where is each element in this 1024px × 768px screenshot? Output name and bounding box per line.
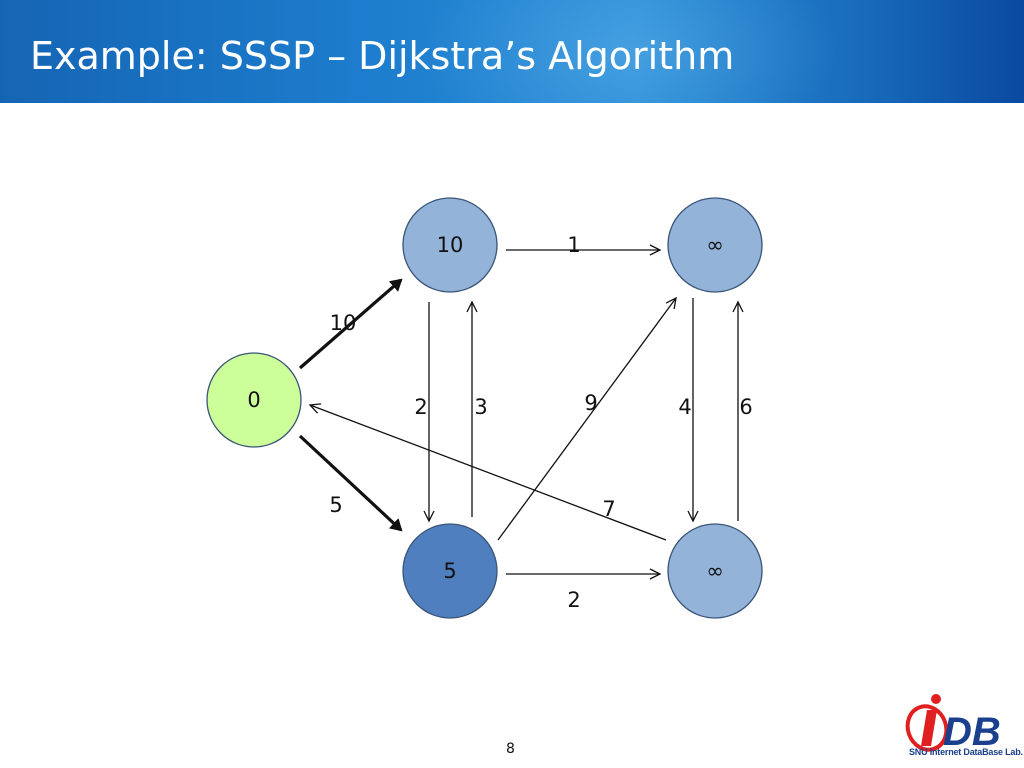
edge-x-v [497,296,677,541]
edge-s-x [298,434,403,532]
node-label-u: 10 [437,233,464,257]
edge-weight-x-y: 2 [567,588,580,612]
logo-i [921,710,937,746]
edge-weight-x-u: 3 [474,395,487,419]
logo-text: DB [943,710,1001,754]
node-label-y: ∞ [706,559,724,583]
node-y [667,523,763,619]
edge-weight-u-x: 2 [414,395,427,419]
edge-weight-u-v: 1 [567,233,580,257]
edge-weight-y-v: 6 [739,395,752,419]
edge-weight-s-u: 10 [330,311,357,335]
edge-weight-x-v: 9 [584,391,597,415]
node-label-x: 5 [443,559,456,583]
node-u [402,197,498,293]
edge-weight-y-s: 7 [602,497,615,521]
edge-labels-layer: 10 5 1 2 3 9 4 6 7 2 [329,233,752,612]
node-x [402,523,498,619]
node-s [206,352,302,448]
logo-swoosh [905,704,949,752]
title-bar: Example: SSSP – Dijkstra’s Algorithm [0,0,1024,103]
page-number: 8 [506,741,515,757]
idb-logo: DB [905,694,1001,754]
edges-layer [298,244,744,580]
node-v [667,197,763,293]
edge-y-s [308,403,667,541]
edge-weight-v-y: 4 [678,395,691,419]
logo-dot [931,694,941,704]
logo-caption: SNU Internet DataBase Lab. [909,747,1023,757]
slide-title: Example: SSSP – Dijkstra’s Algorithm [30,34,735,78]
edge-s-u [298,278,403,370]
node-label-s: 0 [247,388,260,412]
node-label-v: ∞ [706,233,724,257]
edge-weight-s-x: 5 [329,493,342,517]
nodes-layer: 0 10 ∞ 5 ∞ [206,197,763,619]
